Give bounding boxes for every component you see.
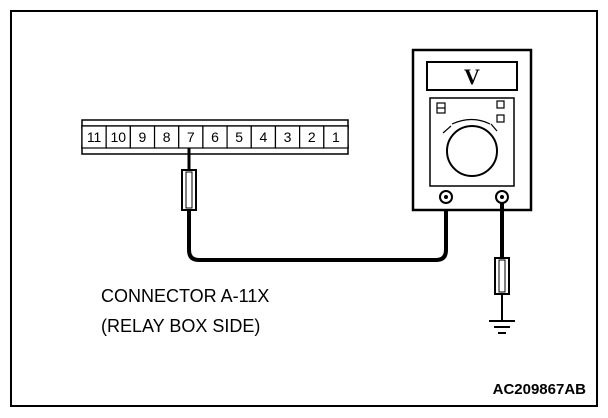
voltmeter-unit-window bbox=[426, 61, 518, 91]
connector-pin-label: 6 bbox=[211, 129, 219, 145]
meter-lead-negative bbox=[494, 203, 510, 320]
connector-probe bbox=[181, 148, 197, 211]
figure-frame bbox=[10, 10, 598, 407]
connector-caption-line1: CONNECTOR A-11X bbox=[101, 286, 269, 306]
voltmeter-button-icon bbox=[496, 114, 505, 123]
connector-pin-label: 4 bbox=[259, 129, 267, 145]
meter-lead-positive bbox=[187, 200, 448, 262]
figure-id: AC209867AB bbox=[493, 381, 587, 398]
voltmeter: V bbox=[411, 48, 533, 212]
ground-icon bbox=[489, 320, 515, 334]
connector-caption-line2: (RELAY BOX SIDE) bbox=[101, 316, 260, 336]
connector-pin-label: 11 bbox=[87, 129, 102, 145]
voltmeter-unit-label: V bbox=[464, 64, 480, 89]
voltmeter-dial-icon bbox=[446, 125, 498, 177]
connector-pin-label: 2 bbox=[308, 129, 316, 145]
connector-pin-label: 10 bbox=[110, 129, 126, 145]
connector-pin-cell bbox=[323, 125, 349, 149]
connector-pin-label: 9 bbox=[139, 129, 147, 145]
voltmeter-button-icon bbox=[496, 100, 505, 109]
connector-pin-label: 8 bbox=[163, 129, 171, 145]
connector-pin-label: 3 bbox=[284, 129, 292, 145]
connector-pin-label: 1 bbox=[332, 129, 340, 145]
connector-pin-label: 7 bbox=[187, 129, 195, 145]
connector-pin-label: 5 bbox=[235, 129, 243, 145]
